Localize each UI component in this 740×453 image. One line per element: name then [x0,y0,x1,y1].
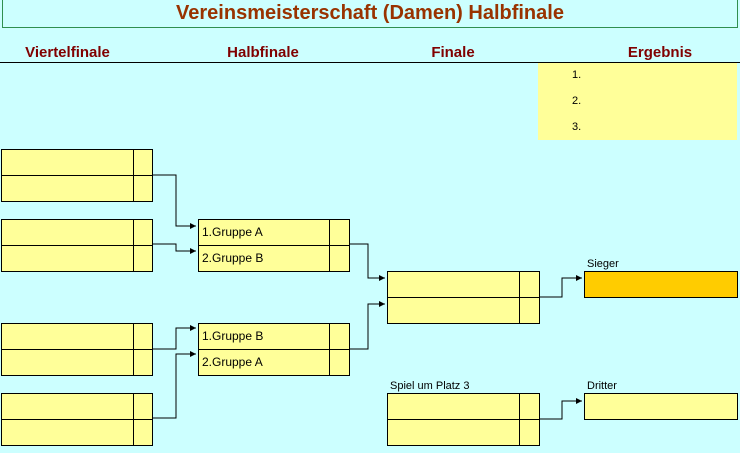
sf2-score-1[interactable] [329,323,350,350]
header-semifinal: Halbfinale [227,44,299,61]
result-panel: 1. 2. 3. [538,63,737,140]
final-score-2[interactable] [519,297,540,324]
qf1-slot-1[interactable] [1,149,134,176]
page-title: Vereinsmeisterschaft (Damen) Halbfinale [176,2,564,24]
third-match-score-1[interactable] [519,393,540,420]
qf3-slot-2[interactable] [1,349,134,376]
sf1-slot-2[interactable]: 2.Gruppe B [198,245,330,272]
third-place-match-label: Spiel um Platz 3 [390,380,470,392]
final-score-1[interactable] [519,271,540,298]
qf3-score-2[interactable] [133,349,153,376]
qf3-score-1[interactable] [133,323,153,350]
title-bar [2,0,738,28]
sf1-score-2[interactable] [329,245,350,272]
qf2-score-2[interactable] [133,245,153,272]
result-rank-3: 3. [572,121,582,133]
sf1-slot-1[interactable]: 1.Gruppe A [198,219,330,246]
qf2-slot-1[interactable] [1,219,134,246]
header-divider [0,62,740,63]
winner-label: Sieger [587,258,619,270]
sf2-slot-1[interactable]: 1.Gruppe B [198,323,330,350]
qf4-score-1[interactable] [133,393,153,420]
winner-cell[interactable] [584,271,738,298]
third-label: Dritter [587,380,617,392]
third-match-slot-2[interactable] [387,419,520,446]
header-result: Ergebnis [627,44,693,61]
final-slot-1[interactable] [387,271,520,298]
final-slot-2[interactable] [387,297,520,324]
qf3-slot-1[interactable] [1,323,134,350]
third-match-slot-1[interactable] [387,393,520,420]
third-match-score-2[interactable] [519,419,540,446]
qf1-score-2[interactable] [133,175,153,202]
sf2-slot-2[interactable]: 2.Gruppe A [198,349,330,376]
qf1-score-1[interactable] [133,149,153,176]
qf2-slot-2[interactable] [1,245,134,272]
header-final: Finale [431,44,475,61]
result-rank-1: 1. [572,69,582,81]
qf4-slot-2[interactable] [1,419,134,446]
header-quarterfinal: Viertelfinale [25,44,110,61]
third-cell[interactable] [584,393,738,420]
result-rank-2: 2. [572,95,582,107]
qf4-score-2[interactable] [133,419,153,446]
sf2-score-2[interactable] [329,349,350,376]
sf1-score-1[interactable] [329,219,350,246]
qf2-score-1[interactable] [133,219,153,246]
qf4-slot-1[interactable] [1,393,134,420]
qf1-slot-2[interactable] [1,175,134,202]
